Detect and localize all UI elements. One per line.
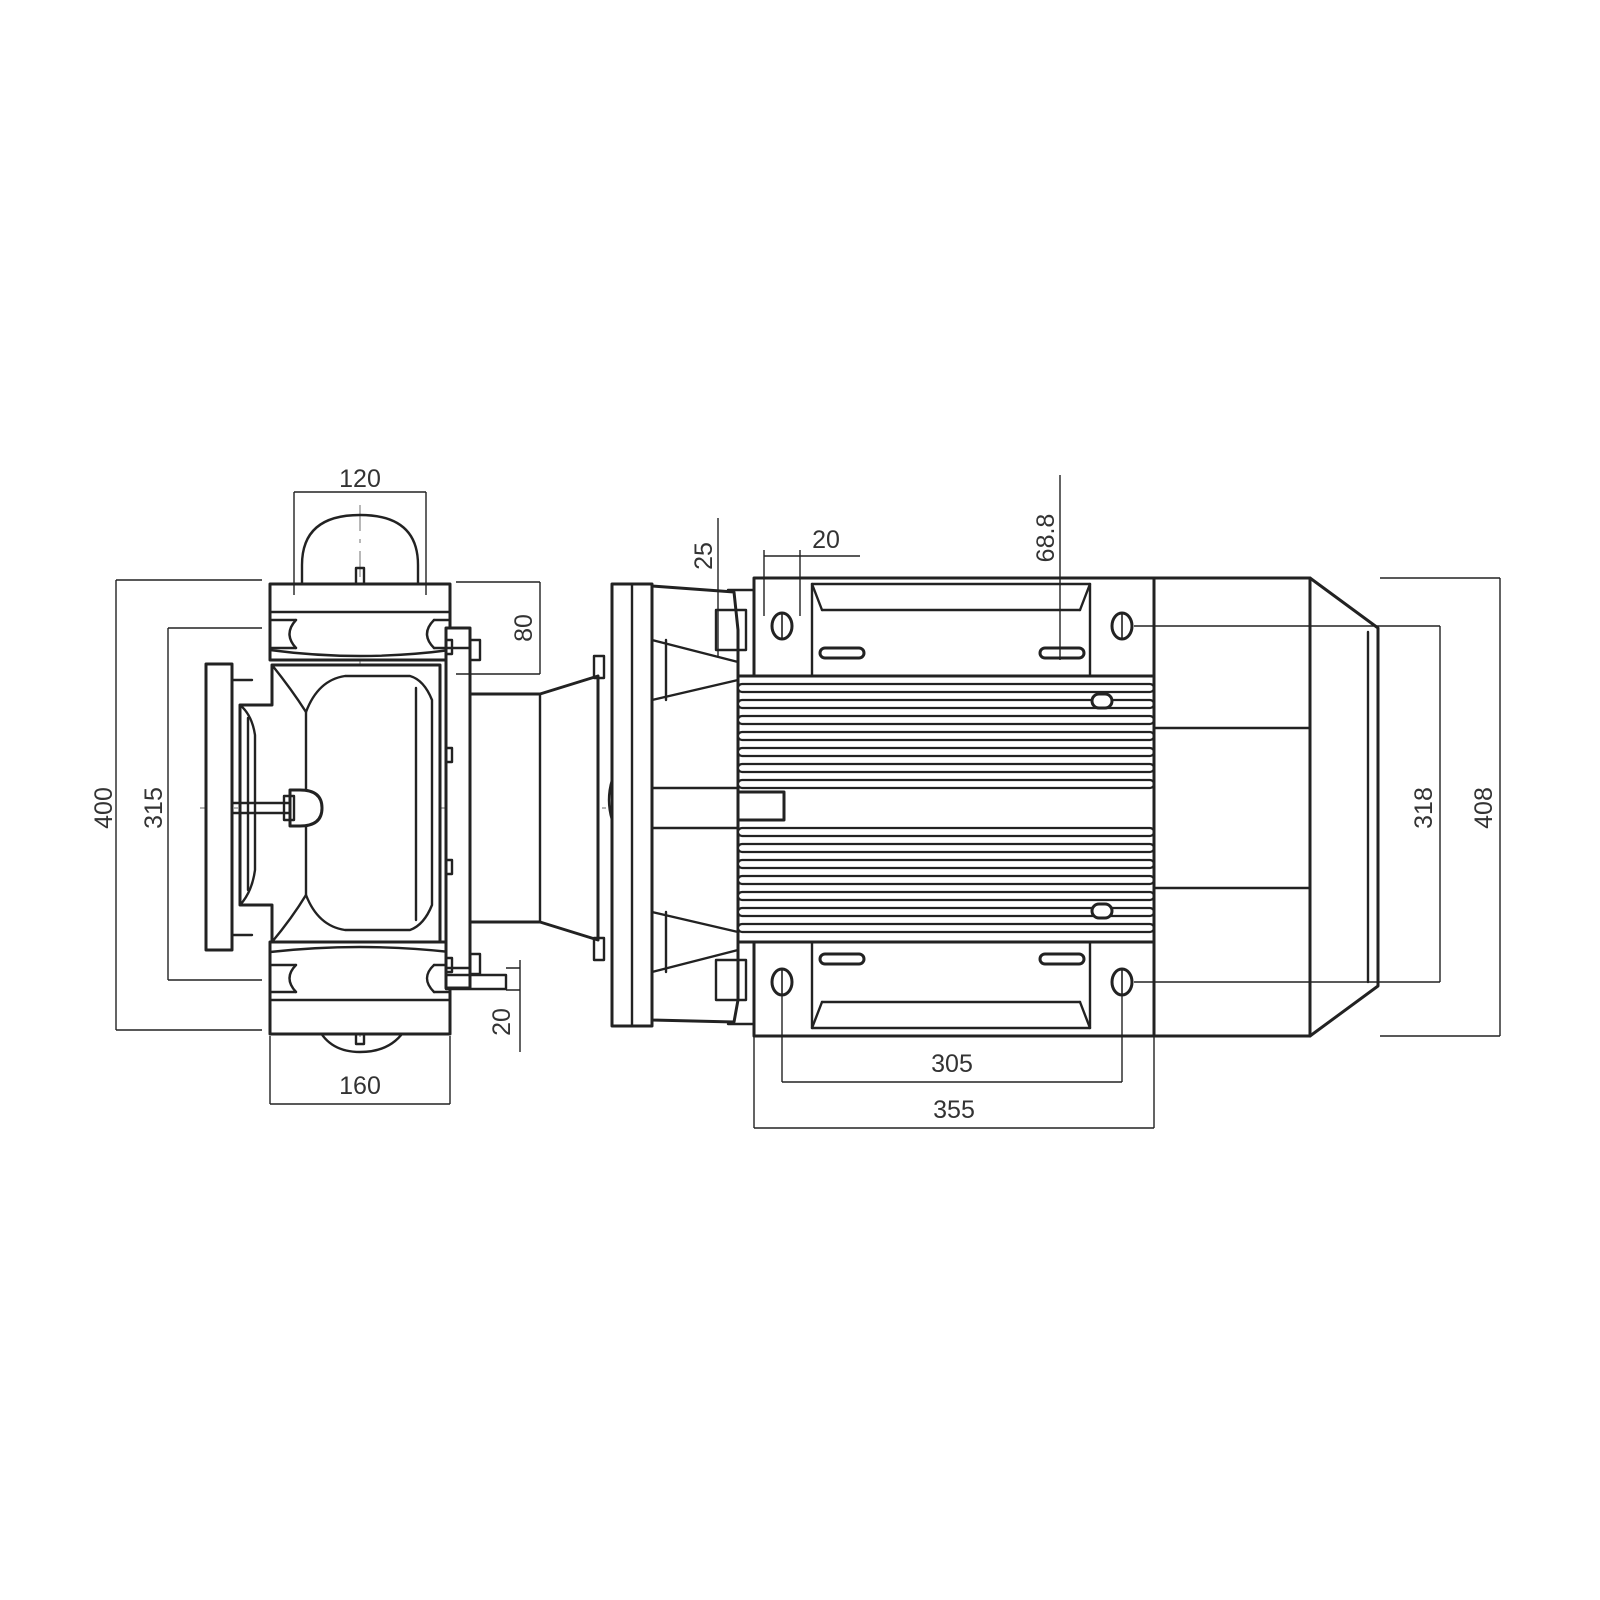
dim-terminal-offset: 68.8 — [1032, 514, 1060, 563]
dim-overall-height-left: 400 — [90, 787, 118, 829]
dim-foot-thickness: 20 — [488, 1008, 516, 1036]
motor-body — [736, 576, 1156, 1038]
dim-flange-thickness: 25 — [690, 542, 718, 570]
dim-port-height: 80 — [510, 614, 538, 642]
lantern-bracket — [468, 654, 606, 962]
dimension-lines — [115, 475, 1501, 1129]
fan-cover — [1152, 576, 1380, 1038]
dim-motor-mount-outer: 355 — [933, 1096, 975, 1124]
dimension-labels: 120 400 315 80 20 160 25 20 68.8 305 355… — [90, 465, 1498, 1124]
dim-motor-fan-height: 318 — [1410, 787, 1438, 829]
dim-foot-slot: 20 — [812, 526, 840, 554]
dim-motor-mount-inner: 305 — [931, 1050, 973, 1078]
dim-pump-bottom-width: 160 — [339, 1072, 381, 1100]
pump-end-view — [204, 513, 508, 1054]
motor-flange — [607, 582, 786, 1028]
dim-pump-top-width: 120 — [339, 465, 381, 493]
dim-motor-height: 408 — [1470, 787, 1498, 829]
mounting-holes — [770, 611, 1134, 997]
dim-flange-height: 315 — [140, 787, 168, 829]
